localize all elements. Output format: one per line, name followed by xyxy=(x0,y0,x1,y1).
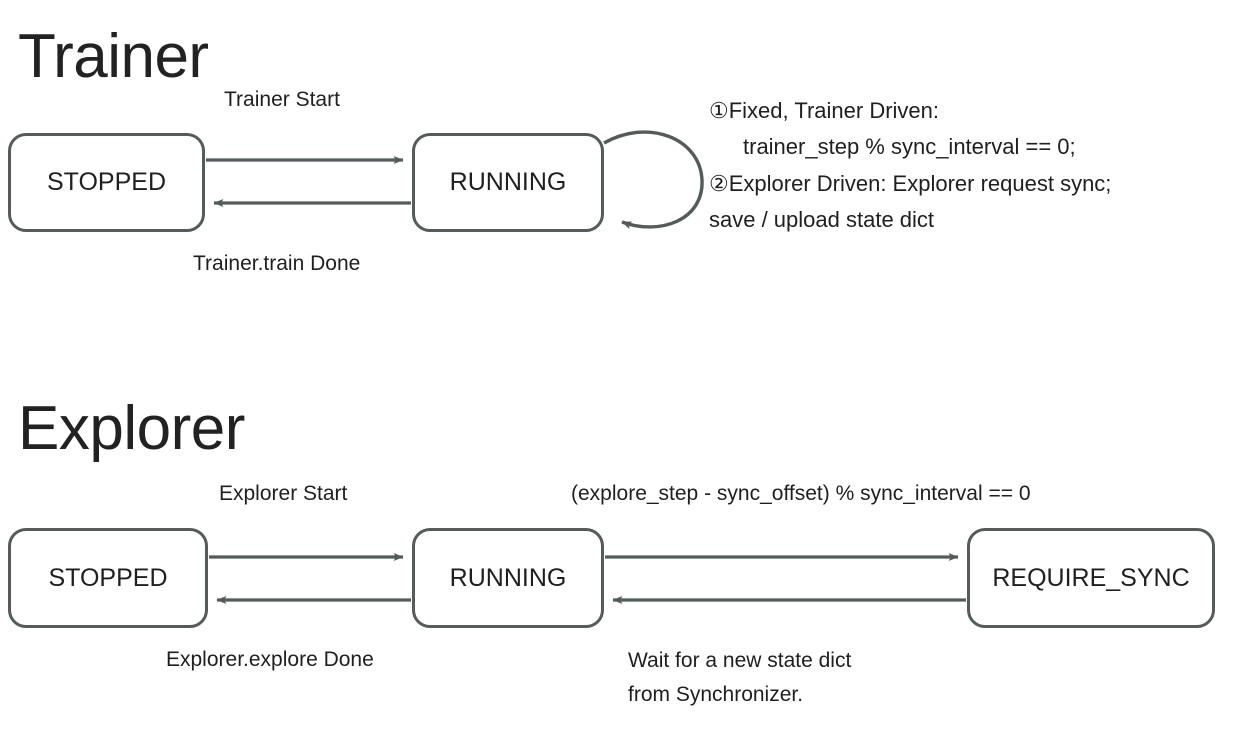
edge-trainer-self-loop xyxy=(603,130,704,229)
edge-label-explorer-wait-sync: Wait for a new state dict from Synchroni… xyxy=(628,644,851,712)
edge-label-trainer-start: Trainer Start xyxy=(224,88,340,111)
state-label: REQUIRE_SYNC xyxy=(992,563,1190,592)
state-label: STOPPED xyxy=(48,563,168,592)
edge-label-line-2: from Synchronizer. xyxy=(628,683,804,707)
edge-label-explorer-sync-condition: (explore_step - sync_offset) % sync_inte… xyxy=(571,482,1031,505)
section-title-trainer: Trainer xyxy=(18,22,209,91)
state-label: STOPPED xyxy=(46,168,167,196)
section-title-explorer: Explorer xyxy=(18,394,245,463)
edge-label-line-1: Wait for a new state dict xyxy=(628,649,852,672)
state-node-explorer-running[interactable]: RUNNING xyxy=(412,528,604,628)
state-node-trainer-running[interactable]: RUNNING xyxy=(412,133,604,232)
state-node-explorer-stopped[interactable]: STOPPED xyxy=(8,528,208,628)
note-line-2: trainer_step % sync_interval == 0; xyxy=(743,134,1076,160)
note-line-1: ①Fixed, Trainer Driven: xyxy=(709,98,940,123)
edge-label-explorer-start: Explorer Start xyxy=(219,482,348,505)
state-label: RUNNING xyxy=(449,563,567,592)
note-line-3: ②Explorer Driven: Explorer request sync; xyxy=(709,170,1112,196)
edge-label-trainer-done: Trainer.train Done xyxy=(193,252,361,275)
note-line-4: save / upload state dict xyxy=(709,206,935,232)
state-label: RUNNING xyxy=(449,168,567,196)
state-node-trainer-stopped[interactable]: STOPPED xyxy=(8,133,205,232)
state-node-explorer-require-sync[interactable]: REQUIRE_SYNC xyxy=(967,528,1215,628)
sync-modes-note: ①Fixed, Trainer Driven: trainer_step % s… xyxy=(709,93,1111,238)
edge-label-explorer-done: Explorer.explore Done xyxy=(166,648,374,671)
